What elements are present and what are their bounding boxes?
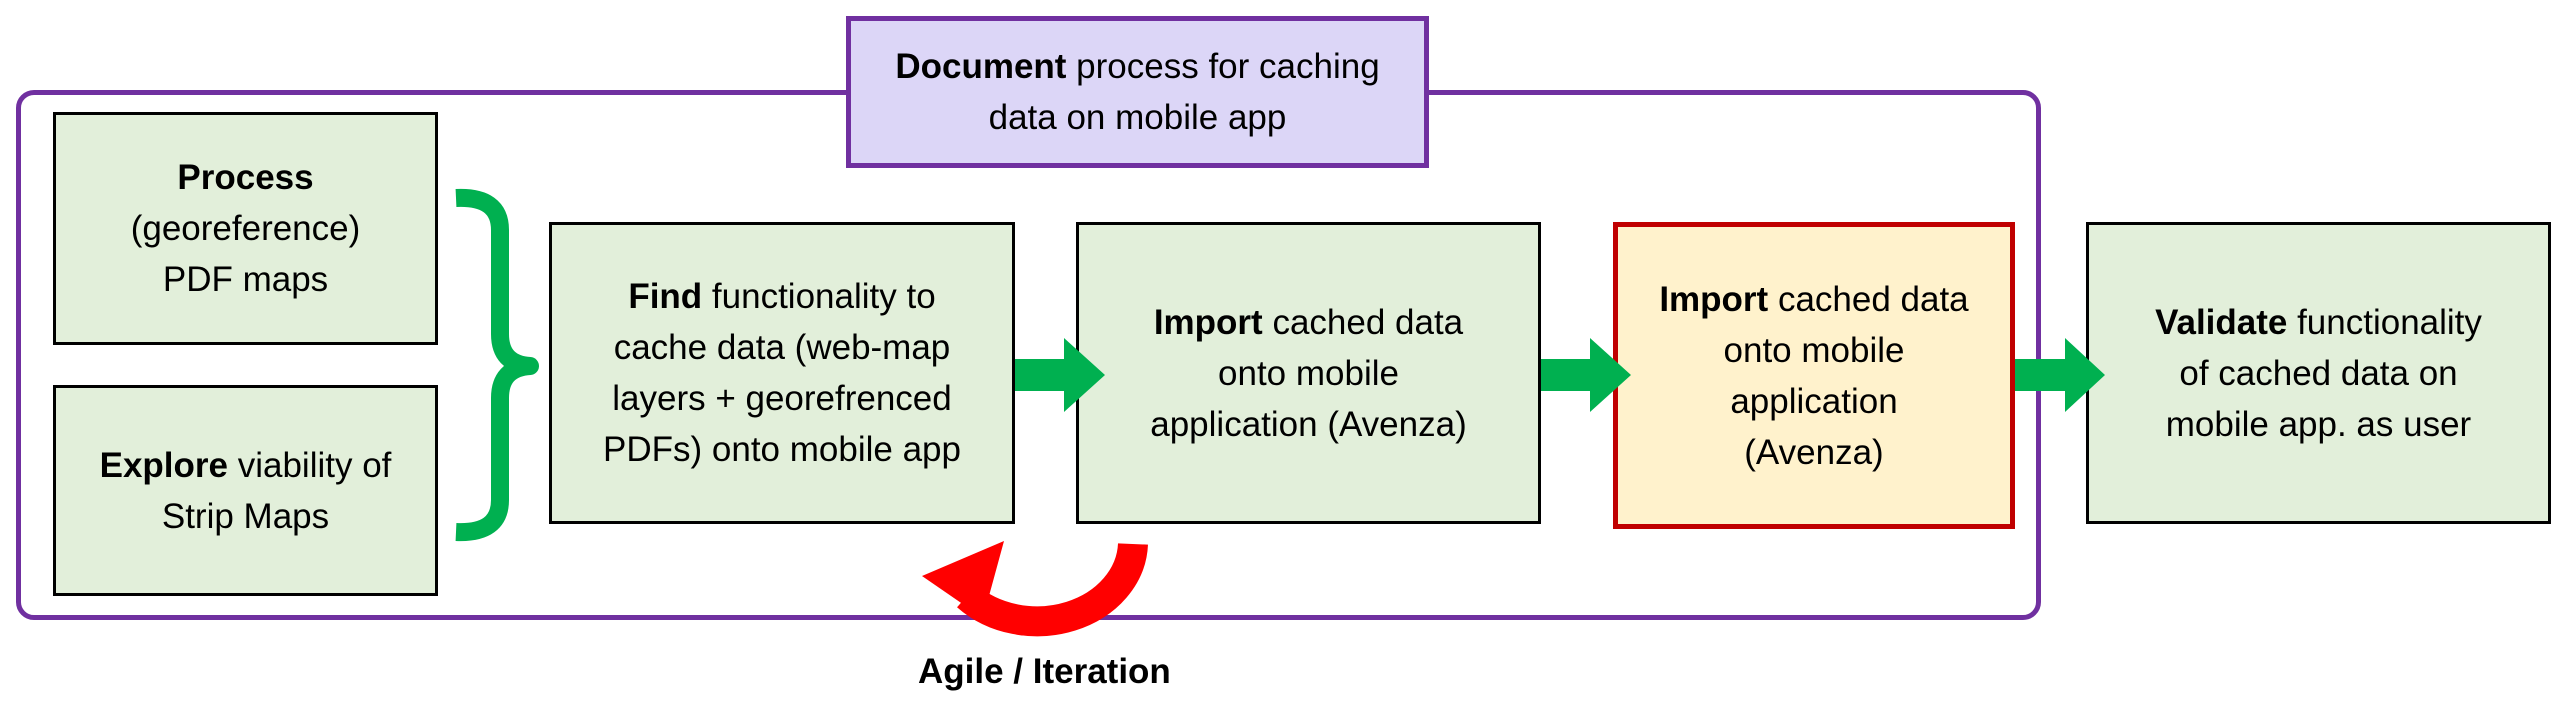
- step-import-1-line-3: application (Avenza): [1150, 404, 1467, 444]
- step-find-line-3: layers + georefrenced: [612, 379, 952, 418]
- step-import-2: Import cached data onto mobile applicati…: [1613, 222, 2015, 529]
- step-explore: Explore viability of Strip Maps: [53, 385, 438, 596]
- step-find-line-1: Find functionality to: [628, 277, 936, 316]
- step-validate: Validate functionality of cached data on…: [2086, 222, 2551, 524]
- step-find: Find functionality to cache data (web-ma…: [549, 222, 1015, 524]
- step-process: Process (georeference) PDF maps: [53, 112, 438, 345]
- step-import-1-line-1: Import cached data: [1153, 302, 1464, 342]
- step-import-1: Import cached data onto mobile applicati…: [1076, 222, 1541, 524]
- step-import-2-line-3: application: [1730, 381, 1898, 421]
- step-process-line-1: Process: [177, 158, 314, 197]
- step-explore-line-1: Explore viability of: [99, 445, 392, 485]
- step-process-line-2: (georeference): [130, 209, 361, 248]
- iteration-label: Agile / Iteration: [918, 652, 1171, 691]
- step-explore-line-2: Strip Maps: [161, 496, 330, 536]
- step-validate-line-3: mobile app. as user: [2165, 404, 2472, 444]
- title-line-2: data on mobile app: [988, 98, 1287, 137]
- step-validate-line-2: of cached data on: [2179, 353, 2458, 393]
- title-box: Document process for caching data on mob…: [846, 16, 1429, 168]
- step-import-2-line-4: (Avenza): [1744, 432, 1884, 472]
- step-process-line-3: PDF maps: [162, 260, 329, 299]
- step-find-line-4: PDFs) onto mobile app: [603, 430, 961, 469]
- title-line-1: Document process for caching: [895, 47, 1380, 86]
- step-find-line-2: cache data (web-map: [613, 328, 951, 367]
- step-import-1-line-2: onto mobile: [1218, 353, 1399, 393]
- step-import-2-line-1: Import cached data: [1659, 279, 1969, 319]
- step-import-2-line-2: onto mobile: [1723, 330, 1905, 370]
- step-validate-line-1: Validate functionality: [2155, 302, 2482, 342]
